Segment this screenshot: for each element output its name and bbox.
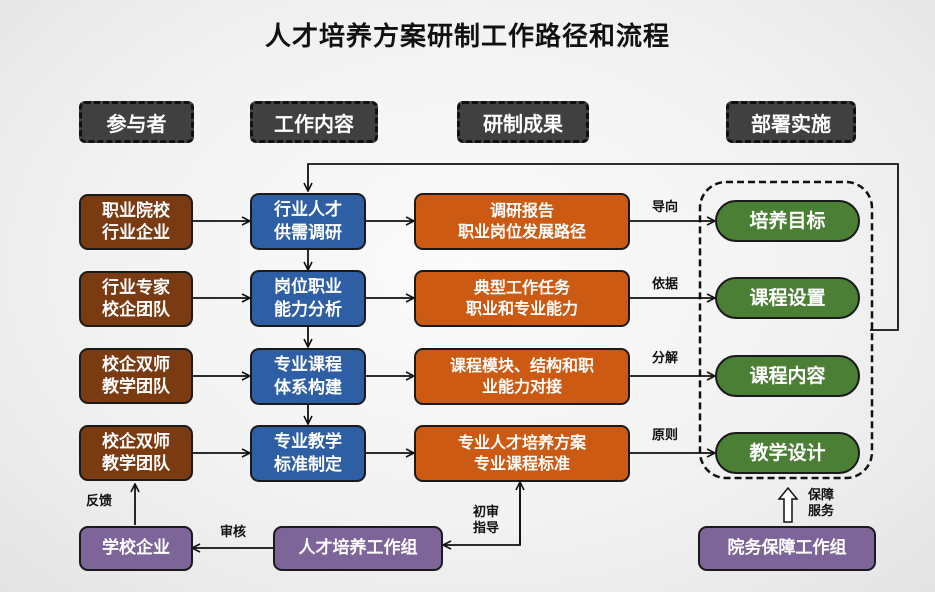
relation-label: 分解 bbox=[652, 351, 679, 366]
result-box: 典型工作任务 职业和专业能力 bbox=[414, 270, 630, 327]
guarantee-label: 保障 服务 bbox=[808, 488, 834, 521]
guarantee-line1: 保障 bbox=[808, 488, 835, 503]
initial-review-line1: 初审 bbox=[473, 505, 500, 520]
deployment-item: 教学设计 bbox=[715, 432, 860, 474]
work-line2: 能力分析 bbox=[274, 299, 342, 320]
result-line1: 典型工作任务 bbox=[473, 277, 570, 297]
work-line2: 标准制定 bbox=[274, 454, 342, 475]
deployment-container bbox=[698, 180, 874, 480]
service-group-box: 院务保障工作组 bbox=[698, 526, 876, 571]
initial-review-line2: 指导 bbox=[473, 521, 500, 537]
header-results: 研制成果 bbox=[457, 101, 589, 143]
result-box: 调研报告 职业岗位发展路径 bbox=[414, 193, 630, 250]
work-box: 岗位职业 能力分析 bbox=[250, 270, 366, 327]
arrow-loop-top bbox=[308, 163, 899, 331]
header-deployment: 部署实施 bbox=[726, 101, 856, 143]
result-line2: 专业课程标准 bbox=[473, 453, 570, 473]
participant-line2: 教学团队 bbox=[102, 377, 170, 397]
result-box: 课程模块、结构和职 业能力对接 bbox=[414, 348, 630, 405]
result-line1: 课程模块、结构和职 bbox=[449, 355, 594, 375]
diagram-title: 人才培养方案研制工作路径和流程 bbox=[264, 22, 670, 52]
participant-box: 行业专家 校企团队 bbox=[79, 271, 193, 327]
participant-box: 校企双师 教学团队 bbox=[79, 425, 193, 481]
work-line1: 专业课程 bbox=[274, 355, 342, 376]
deployment-item: 课程内容 bbox=[715, 355, 860, 397]
work-box: 行业人才 供需调研 bbox=[250, 193, 366, 250]
guarantee-line2: 服务 bbox=[808, 504, 835, 520]
school-enterprise-box: 学校企业 bbox=[79, 526, 193, 571]
participant-line1: 校企双师 bbox=[102, 354, 170, 375]
work-box: 专业课程 体系构建 bbox=[250, 348, 366, 405]
result-box: 专业人才培养方案 专业课程标准 bbox=[414, 425, 630, 482]
relation-label: 原则 bbox=[652, 428, 679, 443]
result-line2: 职业岗位发展路径 bbox=[457, 221, 586, 241]
header-participants: 参与者 bbox=[79, 101, 194, 143]
relation-label: 导向 bbox=[652, 200, 679, 215]
work-line2: 体系构建 bbox=[274, 377, 342, 398]
result-line2: 业能力对接 bbox=[481, 376, 562, 396]
deployment-item: 课程设置 bbox=[715, 277, 860, 319]
feedback-label: 反馈 bbox=[86, 494, 113, 509]
relation-label: 依据 bbox=[652, 277, 679, 292]
participant-line1: 校企双师 bbox=[102, 431, 170, 452]
review-label: 审核 bbox=[220, 525, 247, 540]
deployment-item: 培养目标 bbox=[715, 200, 860, 242]
participant-line2: 教学团队 bbox=[102, 454, 170, 474]
result-line1: 调研报告 bbox=[489, 200, 554, 220]
work-line1: 岗位职业 bbox=[274, 277, 342, 298]
work-line2: 供需调研 bbox=[274, 222, 342, 243]
guarantee-arrow-icon bbox=[777, 486, 799, 523]
work-line1: 专业教学 bbox=[274, 432, 342, 453]
participant-line1: 职业院校 bbox=[102, 200, 170, 221]
participant-box: 职业院校 行业企业 bbox=[79, 194, 193, 250]
talent-group-box: 人才培养工作组 bbox=[273, 526, 443, 571]
participant-line2: 行业企业 bbox=[102, 223, 170, 243]
result-line2: 职业和专业能力 bbox=[465, 298, 578, 318]
participant-line1: 行业专家 bbox=[102, 277, 170, 298]
participant-line2: 校企团队 bbox=[102, 300, 170, 320]
work-line1: 行业人才 bbox=[274, 200, 342, 221]
result-line1: 专业人才培养方案 bbox=[457, 432, 586, 452]
header-work-content: 工作内容 bbox=[250, 101, 378, 143]
initial-review-label: 初审 指导 bbox=[473, 505, 499, 538]
work-box: 专业教学 标准制定 bbox=[250, 425, 366, 482]
participant-box: 校企双师 教学团队 bbox=[79, 348, 193, 404]
